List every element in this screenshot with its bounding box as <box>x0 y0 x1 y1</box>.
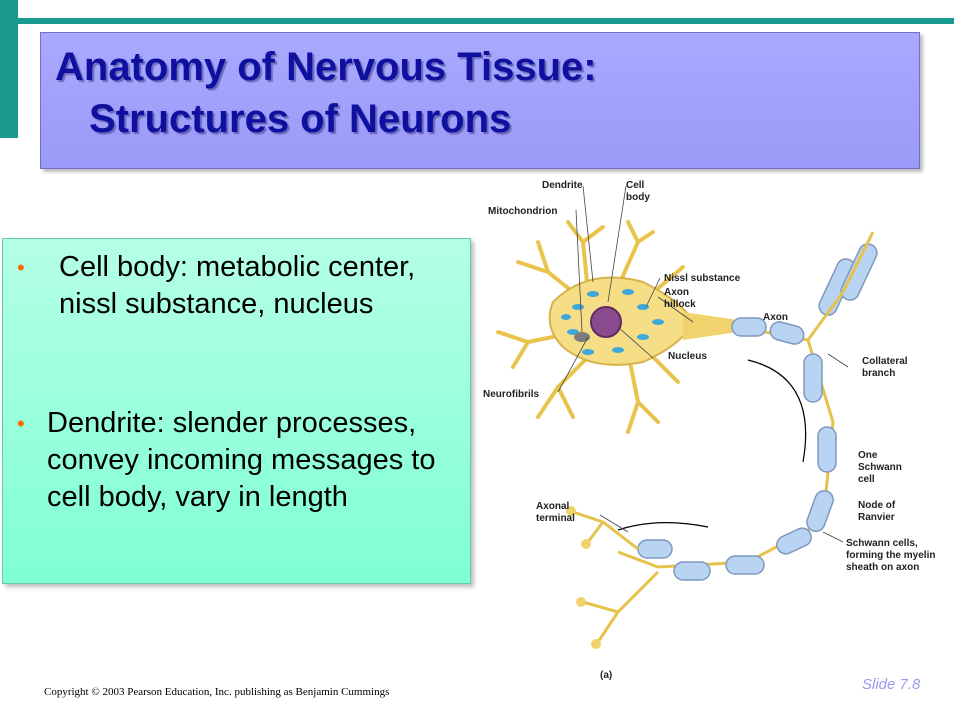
panel-label: (a) <box>600 670 612 681</box>
direction-arrow-icon <box>617 522 709 531</box>
bullet-marker-icon: • <box>17 255 25 280</box>
label-myelin-sheath: sheath on axon <box>846 562 919 573</box>
dendrites-drawing <box>496 220 685 434</box>
nucleus-shape <box>590 306 622 338</box>
label-mitochondrion: Mitochondrion <box>488 206 557 217</box>
title-line-1: Anatomy of Nervous Tissue: <box>55 45 597 89</box>
mitochondrion-shape <box>574 332 590 342</box>
label-schwann-cell: One <box>858 450 878 461</box>
left-accent-bar <box>0 0 18 138</box>
collateral-branch-path <box>806 231 875 341</box>
label-myelin-sheath: forming the myelin <box>846 550 935 561</box>
bullet-box: • Cell body: metabolic center, nissl sub… <box>2 238 471 584</box>
label-axon-hillock: Axon <box>664 287 689 298</box>
copyright-text: Copyright © 2003 Pearson Education, Inc.… <box>44 686 390 698</box>
axonal-terminals-drawing <box>566 506 660 649</box>
label-cell-body: Cell <box>626 180 645 191</box>
label-neurofibrils: Neurofibrils <box>483 389 540 400</box>
axon-hillock-shape <box>683 312 738 340</box>
title-box: Anatomy of Nervous Tissue: Structures of… <box>40 32 920 169</box>
slide-number: Slide 7.8 <box>862 676 921 693</box>
myelin-sheath-drawing <box>637 243 878 581</box>
label-axonal-terminal: terminal <box>536 513 575 524</box>
label-node-of-ranvier: Ranvier <box>858 512 895 523</box>
label-dendrite: Dendrite <box>542 180 583 191</box>
label-schwann-cell: cell <box>858 474 875 485</box>
label-axon-hillock: hillock <box>664 299 696 310</box>
top-accent-rule <box>18 18 954 24</box>
direction-arrow-icon <box>747 359 807 463</box>
label-node-of-ranvier: Node of <box>858 500 896 511</box>
label-collateral-branch: branch <box>862 368 895 379</box>
bullet-marker-icon: • <box>17 411 25 436</box>
neuron-diagram: Dendrite Cell body Mitochondrion Nissl s… <box>483 180 935 681</box>
label-schwann-cell: Schwann <box>858 462 902 473</box>
title-line-2: Structures of Neurons <box>89 97 512 141</box>
bullet-item: • Cell body: metabolic center, nissl sub… <box>17 249 459 323</box>
label-nucleus: Nucleus <box>668 351 707 362</box>
label-axonal-terminal: Axonal <box>536 501 570 512</box>
figure-labels: Dendrite Cell body Mitochondrion Nissl s… <box>483 180 935 681</box>
label-collateral-branch: Collateral <box>862 356 908 367</box>
leader-lines <box>557 185 849 543</box>
label-myelin-sheath: Schwann cells, <box>846 538 918 549</box>
bullet-item: • Dendrite: slender processes, convey in… <box>17 405 467 516</box>
label-cell-body: body <box>626 192 650 203</box>
neuron-figure: Dendrite Cell body Mitochondrion Nissl s… <box>478 172 948 687</box>
bullet-text: Dendrite: slender processes, convey inco… <box>47 407 436 513</box>
label-nissl-substance: Nissl substance <box>664 273 741 284</box>
label-axon: Axon <box>763 312 788 323</box>
bullet-text: Cell body: metabolic center, nissl subst… <box>59 251 416 320</box>
